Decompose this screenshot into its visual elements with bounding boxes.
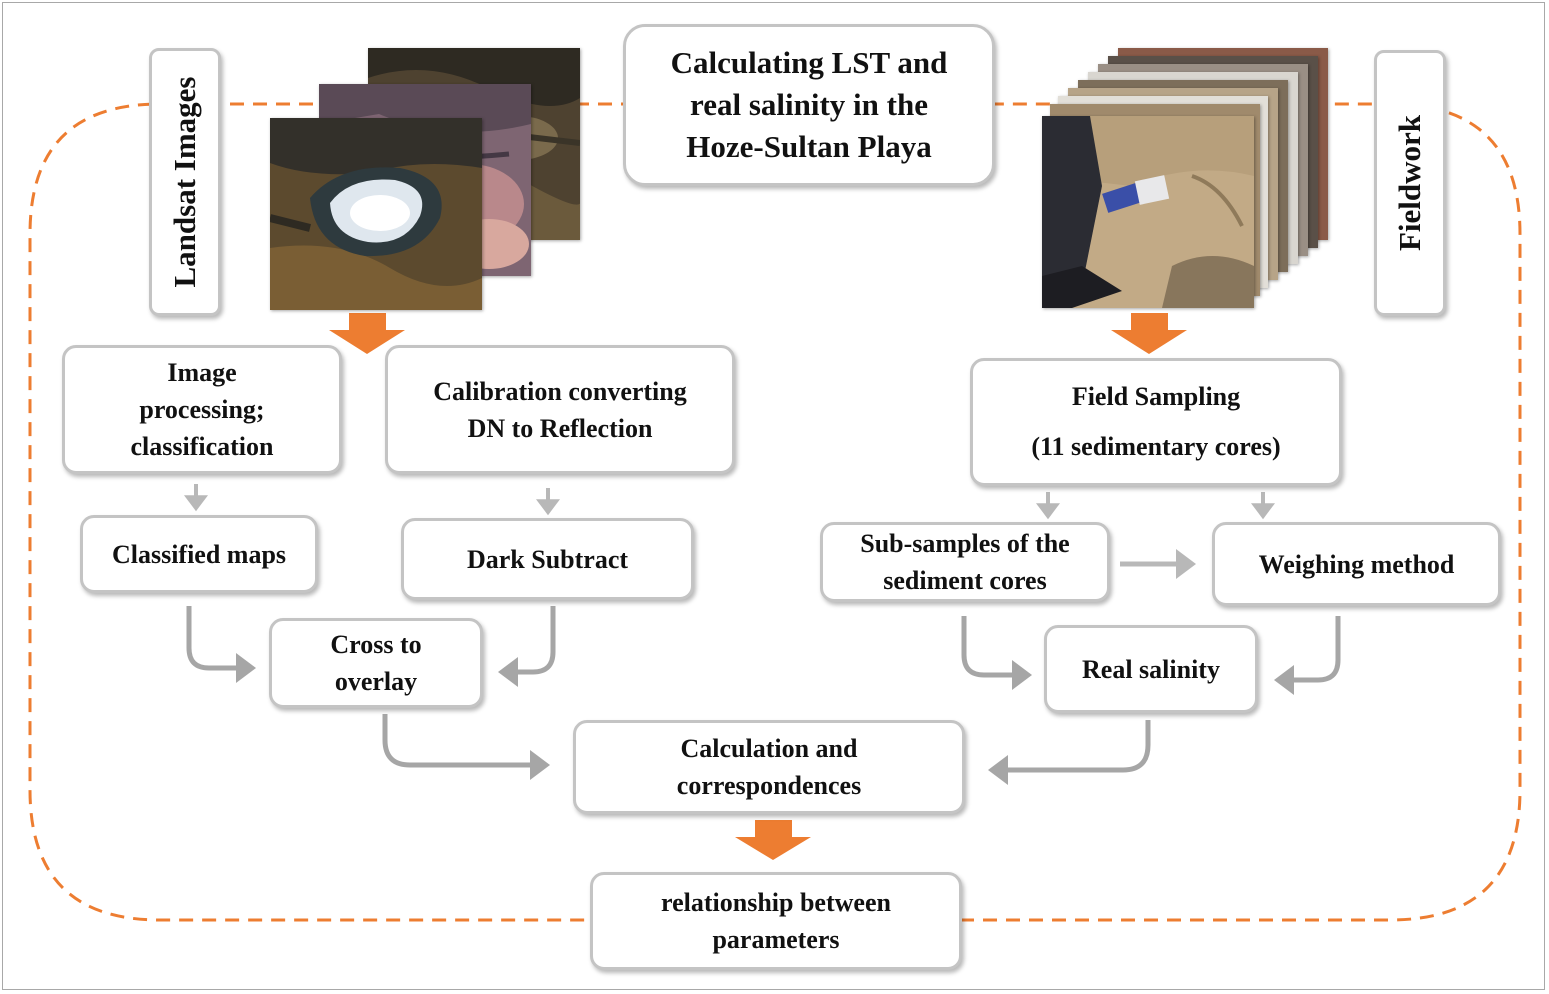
field-sampling-box: Field Sampling (11 sedimentary cores) [970, 358, 1342, 486]
orange-arrow-fieldwork [1111, 313, 1187, 354]
real-salinity-box: Real salinity [1044, 625, 1258, 713]
relationship-text: relationship between parameters [661, 888, 891, 954]
weighing-method-box: Weighing method [1212, 522, 1501, 606]
image-processing-box: Image processing; classification [62, 345, 342, 474]
image-processing-text: Image processing; classification [130, 358, 274, 461]
classified-maps-box: Classified maps [80, 515, 318, 593]
sub-samples-text: Sub-samples of the sediment cores [860, 529, 1070, 595]
arrow-weighing-to-salinity [1274, 616, 1341, 695]
dashed-process-loop [28, 102, 1522, 922]
arrow-maps-to-cross [186, 606, 256, 683]
arrow-salinity-to-calculation [988, 720, 1151, 785]
landsat-images-label: Landsat Images [149, 48, 221, 316]
orange-arrow-landsat [329, 313, 405, 354]
landsat-scene-front [270, 118, 482, 310]
arrow-dark-to-cross [498, 606, 556, 687]
arrow-subsamples-to-salinity [961, 616, 1032, 690]
field-sampling-text: Field Sampling (11 sedimentary cores) [1031, 382, 1281, 461]
dark-subtract-box: Dark Subtract [401, 518, 694, 600]
calibration-box: Calibration converting DN to Reflection [385, 345, 735, 474]
arrow-cross-to-calculation [382, 714, 550, 780]
fieldwork-label: Fieldwork [1374, 50, 1446, 316]
orange-arrow-calculation [735, 820, 811, 860]
calibration-text: Calibration converting DN to Reflection [433, 376, 687, 443]
relationship-box: relationship between parameters [590, 872, 962, 970]
title-box: Calculating LST and real salinity in the… [623, 24, 995, 186]
title-text: Calculating LST and real salinity in the… [670, 45, 948, 164]
dark-subtract-text: Dark Subtract [466, 544, 629, 574]
real-salinity-text: Real salinity [1082, 654, 1220, 684]
cross-overlay-box: Cross to overlay [269, 618, 483, 708]
calculation-text: Calculation and correspondences [676, 734, 862, 800]
weighing-method-text: Weighing method [1258, 549, 1455, 579]
sub-samples-box: Sub-samples of the sediment cores [820, 522, 1110, 602]
landsat-images-text: Landsat Images [167, 76, 202, 288]
cross-overlay-text: Cross to overlay [330, 630, 422, 696]
calculation-box: Calculation and correspondences [573, 720, 965, 814]
classified-maps-text: Classified maps [111, 539, 287, 569]
fieldwork-text: Fieldwork [1392, 114, 1427, 252]
field-photo-front [1042, 116, 1254, 308]
